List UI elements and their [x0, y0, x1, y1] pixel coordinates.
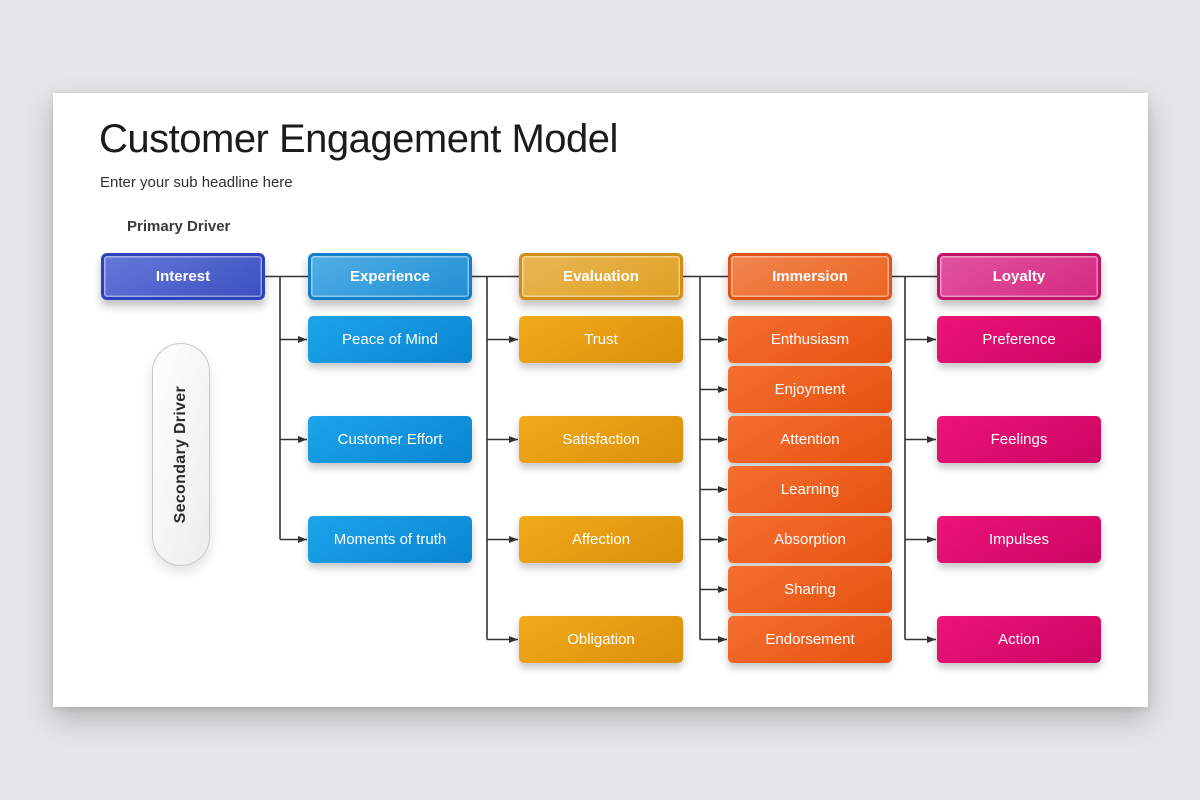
secondary-driver-label: Secondary Driver	[172, 385, 189, 524]
node-loyalty-feelings: Feelings	[937, 416, 1101, 463]
node-evaluation-trust: Trust	[519, 316, 683, 363]
secondary-driver-pill: Secondary Driver	[152, 343, 210, 566]
page-title: Customer Engagement Model	[99, 117, 618, 161]
column-header-immersion: Immersion	[728, 253, 892, 300]
slide-card	[53, 93, 1148, 707]
node-loyalty-impulses: Impulses	[937, 516, 1101, 563]
node-experience-peace-of-mind: Peace of Mind	[308, 316, 472, 363]
node-loyalty-action: Action	[937, 616, 1101, 663]
node-immersion-enjoyment: Enjoyment	[728, 366, 892, 413]
node-immersion-attention: Attention	[728, 416, 892, 463]
node-immersion-endorsement: Endorsement	[728, 616, 892, 663]
node-evaluation-affection: Affection	[519, 516, 683, 563]
column-header-loyalty: Loyalty	[937, 253, 1101, 300]
column-header-evaluation: Evaluation	[519, 253, 683, 300]
page-subtitle: Enter your sub headline here	[100, 174, 293, 191]
node-immersion-enthusiasm: Enthusiasm	[728, 316, 892, 363]
node-evaluation-obligation: Obligation	[519, 616, 683, 663]
node-experience-customer-effort: Customer Effort	[308, 416, 472, 463]
node-immersion-sharing: Sharing	[728, 566, 892, 613]
node-immersion-learning: Learning	[728, 466, 892, 513]
column-header-interest: Interest	[101, 253, 265, 300]
node-immersion-absorption: Absorption	[728, 516, 892, 563]
node-evaluation-satisfaction: Satisfaction	[519, 416, 683, 463]
column-header-experience: Experience	[308, 253, 472, 300]
node-loyalty-preference: Preference	[937, 316, 1101, 363]
primary-driver-label: Primary Driver	[127, 218, 231, 235]
node-experience-moments-of-truth: Moments of truth	[308, 516, 472, 563]
